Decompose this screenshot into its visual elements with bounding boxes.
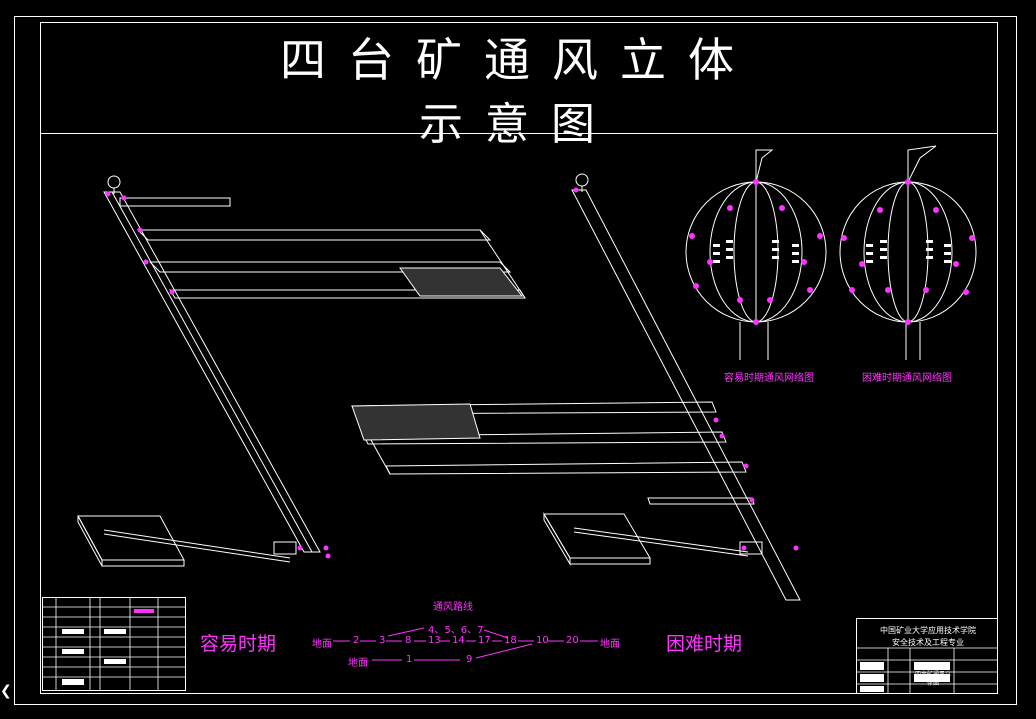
easy-sphere-nodes xyxy=(689,179,823,325)
left-mine-nodes xyxy=(105,191,331,559)
flow-node: 1 xyxy=(406,654,413,665)
right-level-3 xyxy=(385,461,747,475)
left-mine-model xyxy=(77,175,526,567)
flow-node: 17 xyxy=(478,635,491,646)
title-block-drawing-name: 四台矿通风立体图 xyxy=(914,671,951,687)
flow-node: 3 xyxy=(379,635,386,646)
right-main-shaft xyxy=(571,189,801,601)
flow-row1-end: 地面 xyxy=(600,639,620,650)
hard-sphere-nodes xyxy=(841,179,975,325)
flow-route-arrows xyxy=(333,627,598,661)
flow-node: 8 xyxy=(405,635,412,646)
flow-node: 2 xyxy=(353,635,360,646)
right-goaf-area xyxy=(351,403,481,441)
left-fan-symbol xyxy=(107,175,121,189)
hard-sphere-regulators xyxy=(866,240,951,263)
right-fan-symbol xyxy=(575,173,589,187)
flow-node: 20 xyxy=(566,635,579,646)
title-block-major: 安全技术及工程专业 xyxy=(892,638,964,647)
hard-network-sphere xyxy=(839,145,977,360)
easy-sphere-regulators xyxy=(713,240,799,263)
flow-node: 10 xyxy=(536,635,549,646)
left-level-2 xyxy=(148,261,512,273)
left-level-1 xyxy=(136,229,492,241)
flow-row1-start: 地面 xyxy=(312,639,332,650)
title-block-school: 中国矿业大学应用技术学院 xyxy=(880,626,976,635)
flow-node: 18 xyxy=(504,635,517,646)
easy-network-caption: 容易时期通风网络图 xyxy=(724,373,814,384)
left-main-shaft xyxy=(103,191,321,553)
easy-period-label: 容易时期 xyxy=(200,633,277,655)
hard-network-caption: 困难时期通风网络图 xyxy=(862,373,952,384)
left-goaf-area xyxy=(399,267,524,297)
drawing-frame-inner xyxy=(40,22,998,694)
flow-node: 9 xyxy=(466,654,473,665)
right-mine-nodes xyxy=(573,187,799,551)
right-level-2 xyxy=(363,431,727,445)
flow-row2-start: 地面 xyxy=(348,658,368,669)
hard-period-label: 困难时期 xyxy=(666,633,743,655)
title-block-grid xyxy=(856,647,998,694)
flow-branch-nodes: 4、5、6、7 xyxy=(428,625,484,636)
drawing-frame-outer xyxy=(14,16,1017,705)
drawing-title-line2: 示意图 xyxy=(419,99,617,150)
title-box xyxy=(40,22,998,134)
ucs-corner-icon: ❮ xyxy=(0,683,12,699)
title-block-fills xyxy=(860,662,950,692)
title-block: 中国矿业大学应用技术学院 安全技术及工程专业 四台矿通风立体图 xyxy=(856,618,998,694)
drawing-title-line1: 四台矿通风立体 xyxy=(280,33,756,87)
left-upper-drift xyxy=(119,197,231,207)
flow-node: 13 xyxy=(428,635,441,646)
legend-symbols xyxy=(62,609,154,685)
flow-route-title: 通风路线 xyxy=(433,602,473,613)
legend-table-grid xyxy=(42,597,186,691)
right-mine-model xyxy=(351,173,801,601)
legend-table xyxy=(42,597,186,691)
flow-node: 14 xyxy=(452,635,465,646)
